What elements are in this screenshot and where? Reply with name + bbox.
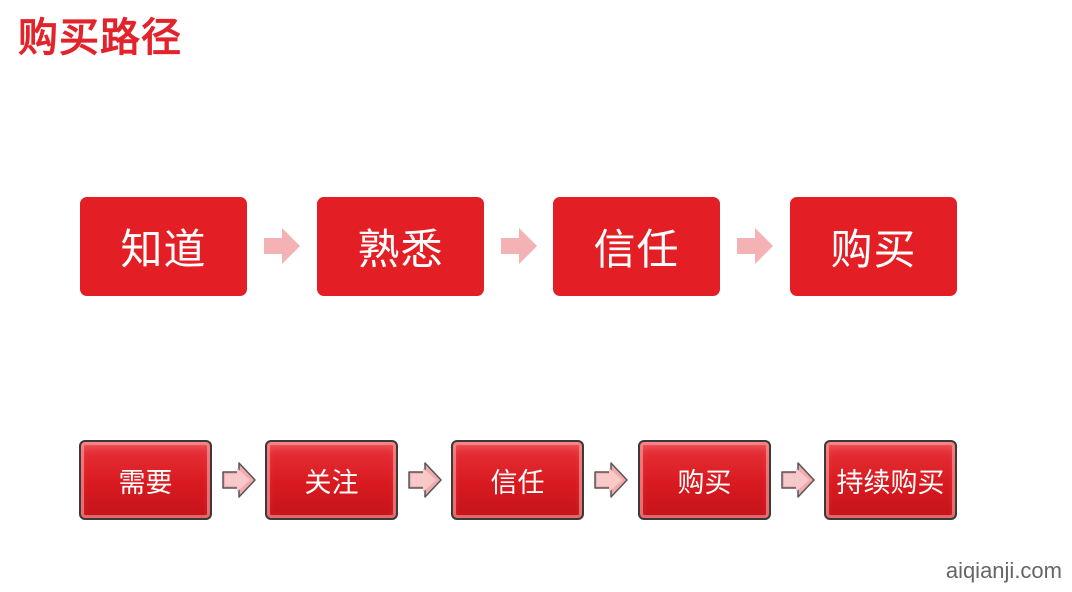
flow-step-4: 购买 — [790, 197, 957, 296]
right-arrow-icon — [737, 228, 773, 264]
flow-step-1: 需要 — [79, 440, 212, 520]
flow-step-3: 信任 — [451, 440, 584, 520]
right-arrow-icon — [594, 462, 628, 498]
flow-step-1: 知道 — [80, 197, 247, 296]
flow-step-5: 持续购买 — [824, 440, 957, 520]
watermark: aiqianji.com — [945, 558, 1062, 583]
right-arrow-icon — [501, 228, 537, 264]
right-arrow-icon — [781, 462, 815, 498]
right-arrow-icon — [408, 462, 442, 498]
flow-step-2: 关注 — [265, 440, 398, 520]
right-arrow-icon — [222, 462, 256, 498]
flow-step-3: 信任 — [553, 197, 720, 296]
flow-step-2: 熟悉 — [317, 197, 484, 296]
right-arrow-icon — [264, 228, 300, 264]
page-title: 购买路径 — [18, 15, 182, 61]
flow-step-4: 购买 — [638, 440, 771, 520]
